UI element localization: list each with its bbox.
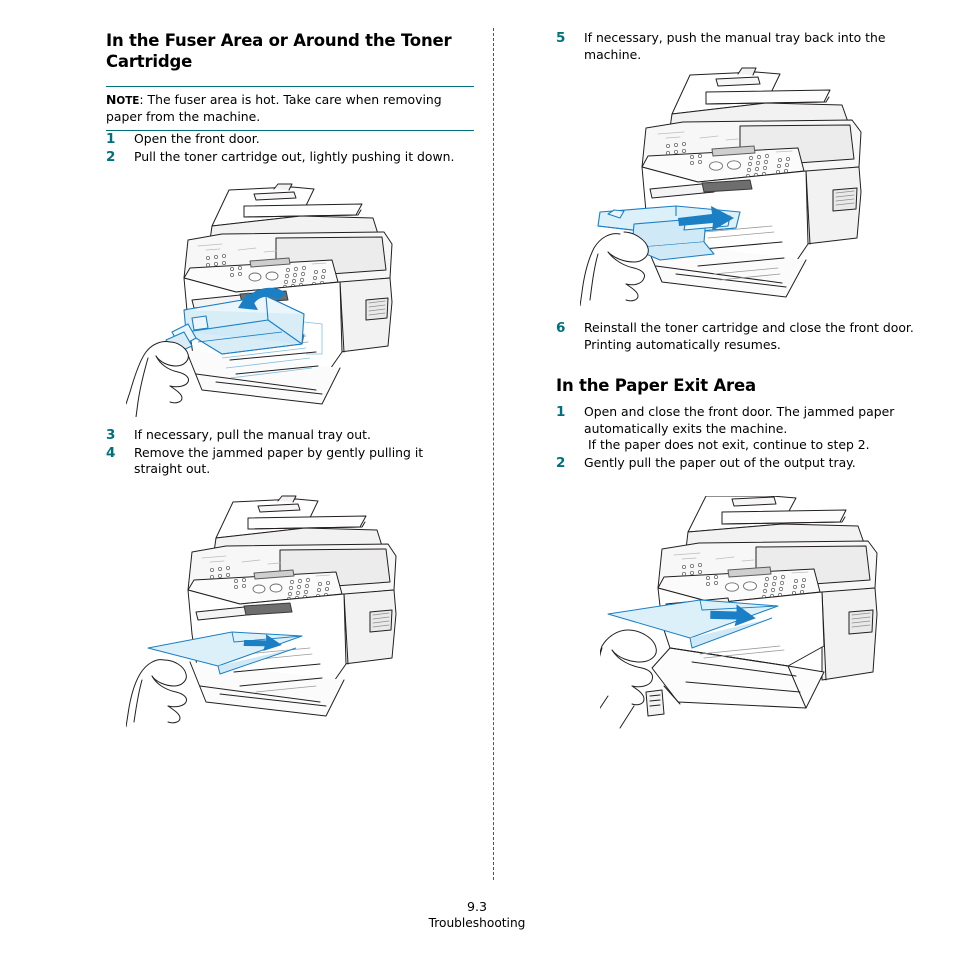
page-footer: 9.3 Troubleshooting — [0, 898, 954, 931]
section-heading-paper-exit-area: In the Paper Exit Area — [556, 376, 756, 395]
printer-illustration-3 — [579, 67, 862, 307]
step-number: 4 — [106, 444, 116, 461]
list-item: 2 Pull the toner cartridge out, lightly p… — [106, 149, 474, 166]
step-list-3: 5 If necessary, push the manual tray back… — [556, 30, 924, 63]
left-column: In the Fuser Area or Around the Toner Ca… — [106, 30, 474, 166]
figure-manual-tray-reinsert — [579, 66, 890, 310]
direction-arrow-icon — [243, 634, 282, 652]
step-number: 1 — [556, 404, 566, 421]
section-heading-fuser-area: In the Fuser Area or Around the Toner Ca… — [106, 31, 452, 72]
running-section: Troubleshooting — [428, 916, 526, 930]
step-list-5: 1 Open and close the front door. The jamm… — [556, 404, 924, 471]
step-list-1: 1 Open the front door. 2 Pull the toner ca… — [106, 131, 474, 165]
list-item: 1 Open the front door. — [106, 131, 474, 148]
step-text: Open and close the front door. The jamme… — [584, 404, 895, 436]
direction-arrow-icon — [238, 287, 286, 310]
list-item: 5 If necessary, push the manual tray back… — [556, 30, 924, 63]
direction-arrow-icon — [710, 604, 756, 627]
note-text: The fuser area is hot. Take care when re… — [106, 92, 442, 124]
list-item: 3 If necessary, pull the manual tray out. — [106, 427, 474, 444]
figure-toner-cartridge-removal — [125, 182, 416, 421]
step-text: Gently pull the paper out of the output … — [584, 454, 856, 470]
printer-illustration-1 — [125, 183, 393, 418]
step-text: Pull the toner cartridge out, lightly pu… — [134, 148, 455, 164]
list-item: 1 Open and close the front door. The jamm… — [556, 404, 924, 454]
step-number: 6 — [556, 320, 566, 336]
column-divider — [493, 28, 494, 880]
step-number: 1 — [106, 131, 116, 148]
list-item: 6 Reinstall the toner cartridge and close… — [556, 320, 924, 353]
note-separator: : — [139, 92, 148, 108]
step-number: 3 — [106, 427, 116, 443]
left-column-lower: 3 If necessary, pull the manual tray out.… — [106, 427, 474, 479]
step-text: If necessary, push the manual tray back … — [584, 30, 886, 62]
direction-arrow-icon — [678, 206, 734, 231]
step-subtext: If the paper does not exit, continue to … — [588, 437, 870, 453]
printer-illustration-4 — [591, 495, 878, 729]
page-number: 9.3 — [466, 899, 488, 914]
step-number: 5 — [556, 30, 566, 46]
figure-manual-tray-paper-pull — [125, 492, 416, 731]
step-text: If necessary, pull the manual tray out. — [134, 427, 371, 442]
printer-illustration-2 — [125, 495, 397, 728]
list-item: 4 Remove the jammed paper by gently pulli… — [106, 445, 474, 478]
right-column-lower: 6 Reinstall the toner cartridge and close… — [556, 320, 924, 472]
step-number: 2 — [106, 148, 116, 165]
step-text: Remove the jammed paper by gently pullin… — [134, 444, 424, 477]
step-text: Reinstall the toner cartridge and close … — [584, 320, 914, 352]
step-text: Open the front door. — [134, 131, 260, 147]
list-item: 2 Gently pull the paper out of the output… — [556, 455, 924, 472]
figure-output-tray-paper-pull — [591, 495, 910, 740]
step-number: 2 — [556, 454, 566, 471]
right-column: 5 If necessary, push the manual tray back… — [556, 30, 924, 64]
note-box: NOTE: The fuser area is hot. Take care w… — [106, 86, 474, 132]
step-list-4: 6 Reinstall the toner cartridge and close… — [556, 320, 924, 353]
note-label: NOTE — [106, 92, 140, 108]
step-list-2: 3 If necessary, pull the manual tray out.… — [106, 427, 474, 478]
